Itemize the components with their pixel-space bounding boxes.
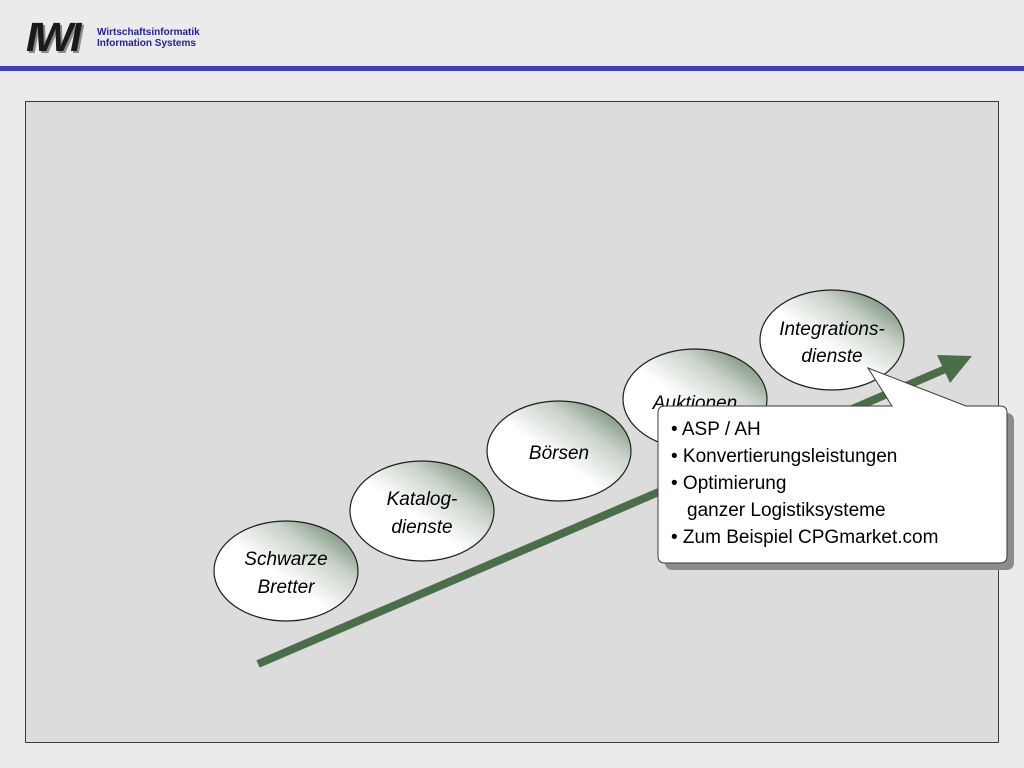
callout-item: • Zum Beispiel CPGmarket.com	[671, 527, 939, 548]
stage-label-line-1: Integrations-	[779, 319, 885, 340]
stage-label-line-2: dienste	[391, 517, 452, 538]
callout-item: • Optimierung	[671, 473, 787, 494]
stage-schwarze-bretter: Schwarze Bretter	[213, 520, 359, 622]
stage-label-line-1: Schwarze	[244, 549, 327, 570]
logo-line-1: Wirtschaftsinformatik	[97, 27, 200, 38]
stage-ellipse	[349, 460, 495, 562]
callout-item-continuation: ganzer Logistiksysteme	[687, 500, 886, 521]
header-rule	[0, 66, 1024, 71]
callout-list: • ASP / AH • Konvertierungsleistungen • …	[671, 416, 1001, 551]
logo-mark: IWI	[26, 14, 81, 60]
callout-item: • Konvertierungsleistungen	[671, 446, 898, 467]
stage-ellipse	[759, 289, 905, 391]
callout	[657, 366, 1014, 570]
stage-label: Börsen	[529, 443, 589, 464]
iwi-logo: IWI Wirtschaftsinformatik Information Sy…	[26, 14, 226, 60]
stage-integrationsdienste: Integrations- dienste	[759, 289, 905, 391]
growth-arrow-head	[937, 355, 972, 383]
callout-item: • ASP / AH	[671, 419, 761, 440]
stage-boersen: Börsen	[486, 400, 632, 502]
stage-katalogdienste: Katalog- dienste	[349, 460, 495, 562]
stage-ellipse	[486, 400, 632, 502]
stage-ellipse	[213, 520, 359, 622]
logo-line-2: Information Systems	[97, 38, 196, 49]
callout-bubble	[657, 366, 1008, 564]
stage-label-line-1: Katalog-	[387, 489, 458, 510]
logo-caption: Wirtschaftsinformatik Information System…	[97, 27, 200, 49]
stage-label-line-2: dienste	[801, 346, 862, 367]
stage-label-line-2: Bretter	[257, 577, 315, 598]
